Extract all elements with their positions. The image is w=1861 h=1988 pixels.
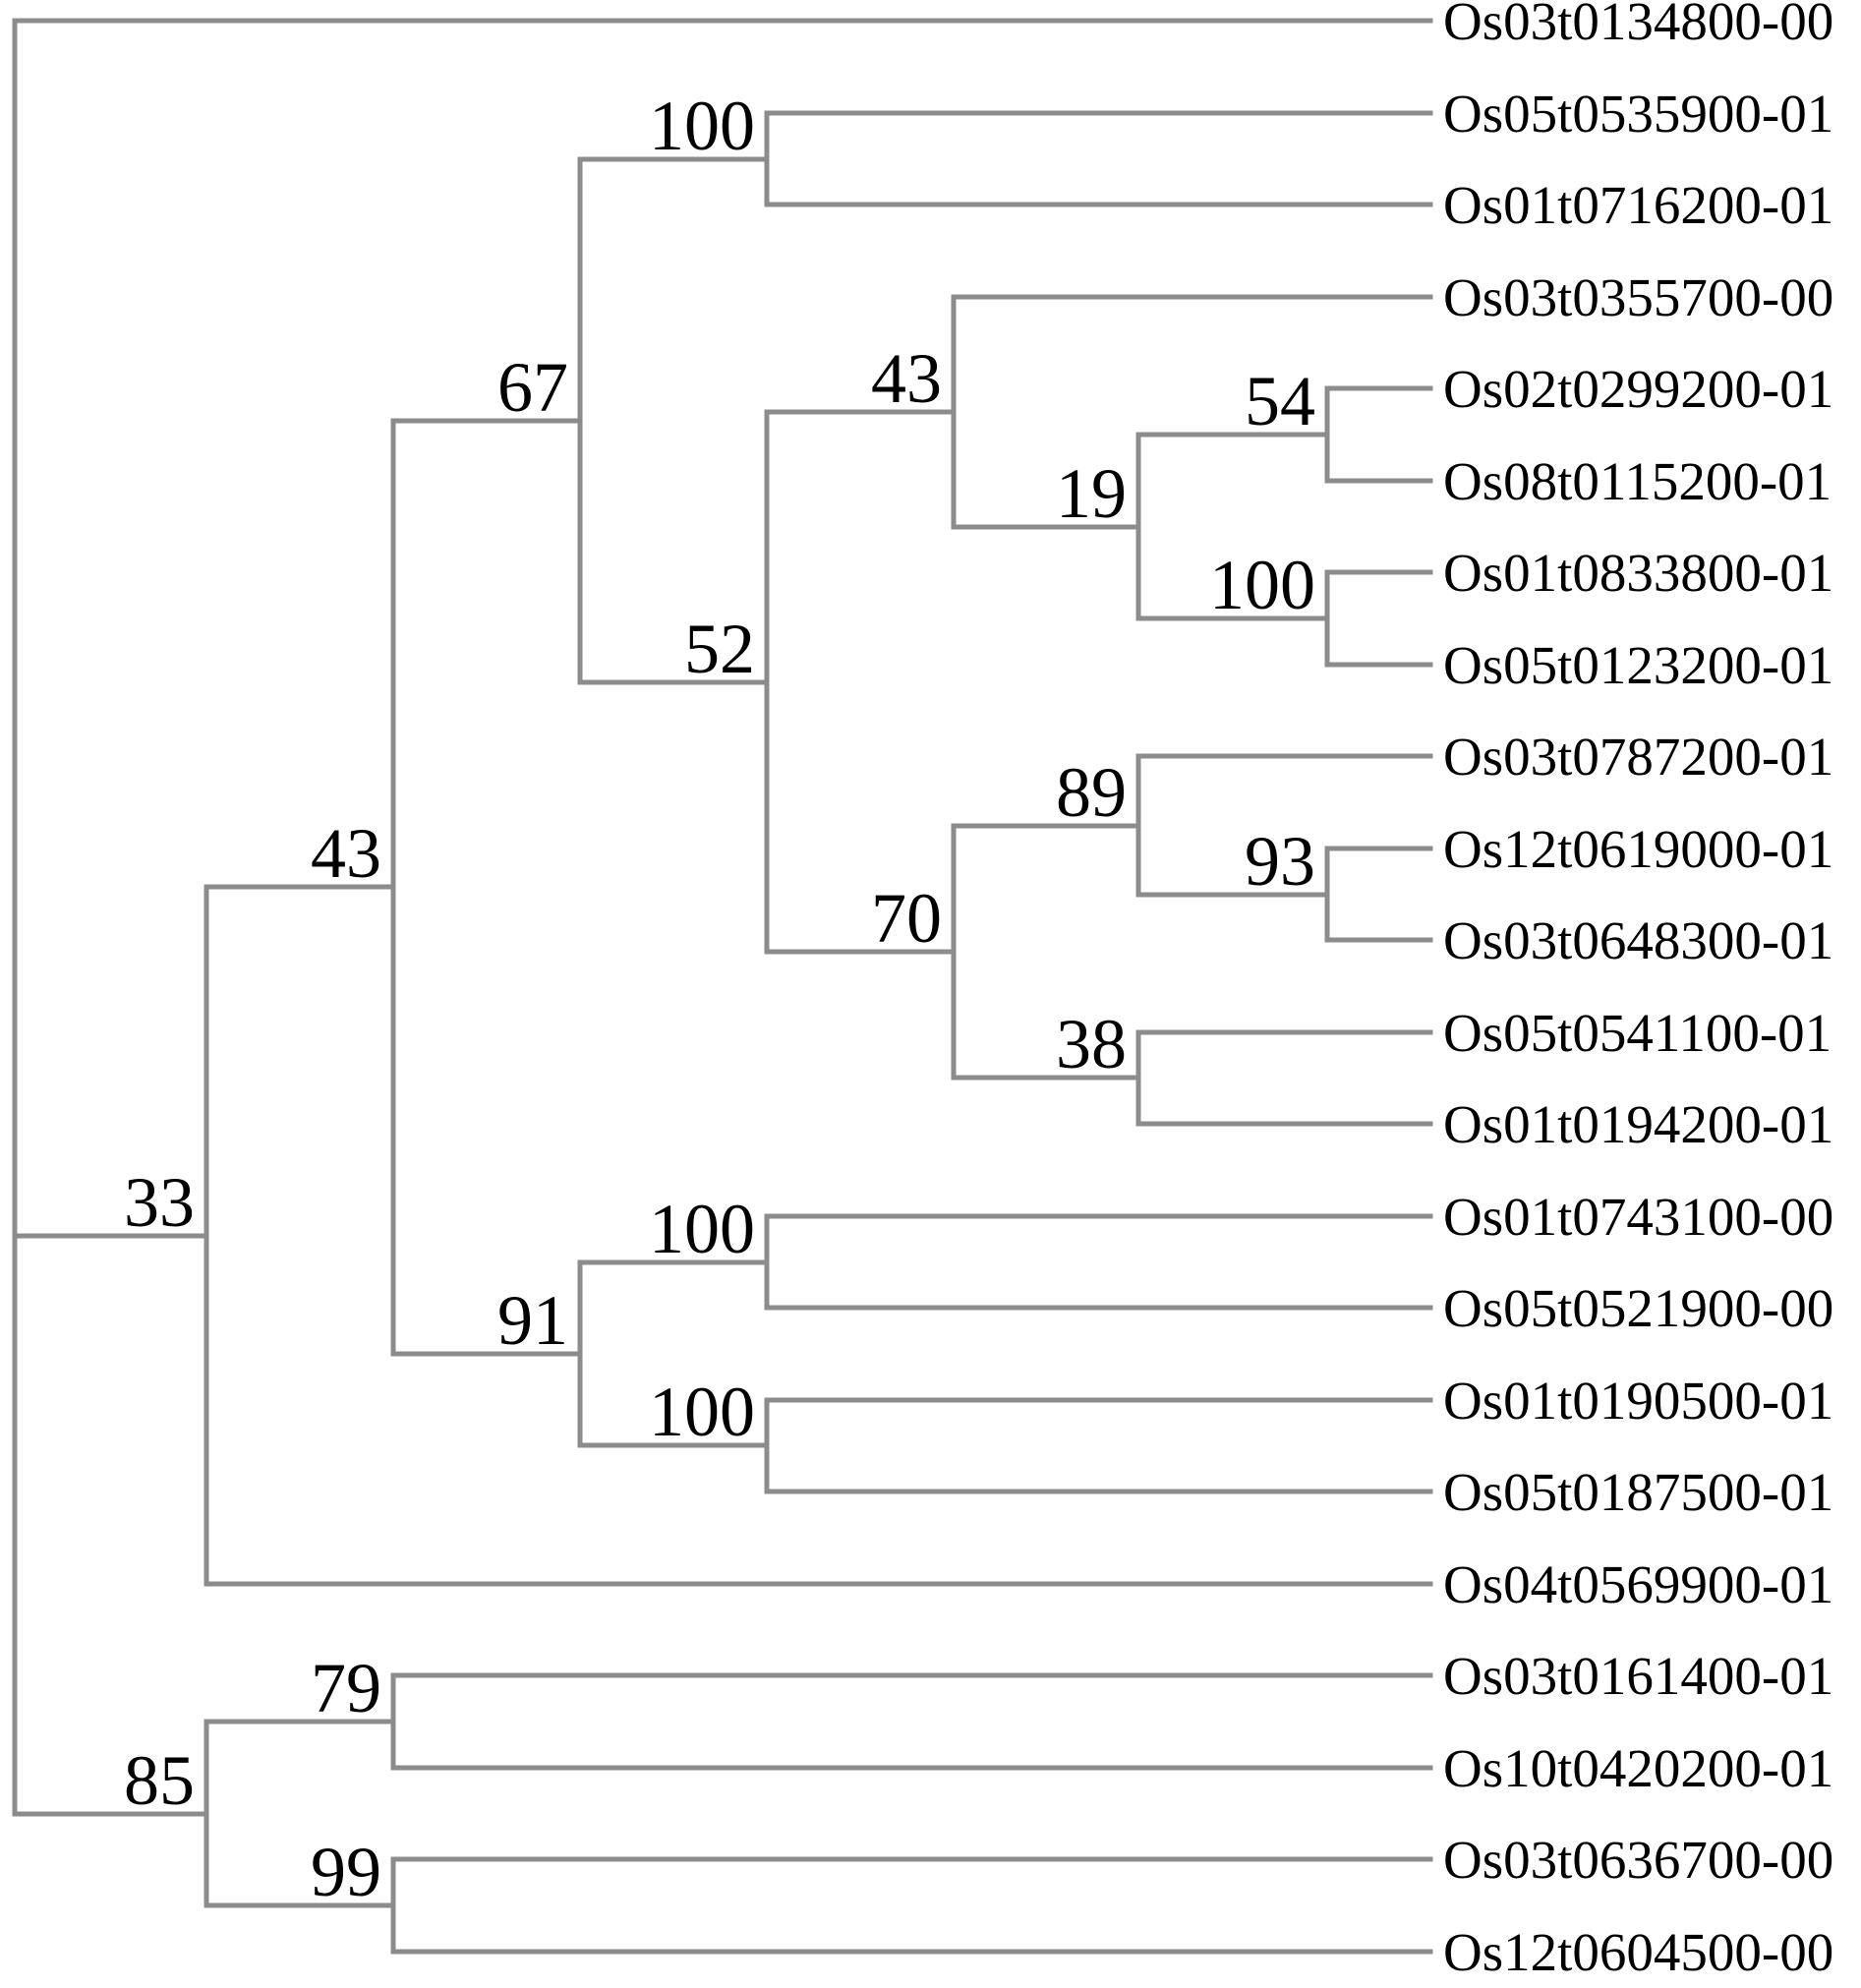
leaf-label: Os03t0787200-01 [1443,727,1833,787]
leaf-label: Os03t0134800-00 [1443,0,1833,51]
bootstrap-label: 100 [649,1373,755,1451]
leaf-label: Os12t0604500-00 [1443,1922,1833,1982]
leaf-label: Os01t0833800-01 [1443,543,1833,603]
bootstrap-label: 91 [497,1281,568,1360]
bootstrap-label: 43 [871,339,942,418]
leaf-label: Os01t0194200-01 [1443,1094,1833,1154]
bootstrap-label: 79 [311,1649,381,1727]
leaf-label: Os05t0123200-01 [1443,635,1833,695]
leaf-label: Os12t0619000-01 [1443,819,1833,879]
bootstrap-label: 33 [124,1163,195,1242]
bootstrap-label: 43 [311,814,381,893]
leaf-label: Os05t0535900-01 [1443,84,1833,144]
leaf-label: Os10t0420200-01 [1443,1738,1833,1798]
bootstrap-label: 70 [871,879,942,958]
leaf-label: Os02t0299200-01 [1443,359,1833,419]
bootstrap-label: 93 [1245,822,1315,901]
bootstrap-label: 52 [684,610,755,688]
leaf-label: Os01t0743100-00 [1443,1187,1833,1247]
leaf-label: Os03t0636700-00 [1443,1830,1833,1890]
leaf-label: Os03t0648300-01 [1443,910,1833,970]
bootstrap-label: 67 [497,348,568,427]
leaf-label: Os05t0521900-00 [1443,1278,1833,1338]
bootstrap-label: 38 [1056,1005,1127,1083]
leaf-label: Os08t0115200-01 [1443,451,1832,511]
bootstrap-label: 100 [649,1190,755,1268]
bootstrap-label: 100 [1209,546,1315,624]
bootstrap-label: 54 [1245,362,1315,440]
bootstrap-label: 85 [124,1741,195,1820]
leaf-label: Os03t0161400-01 [1443,1646,1833,1706]
bootstrap-label: 89 [1056,753,1127,832]
bootstrap-label: 19 [1056,454,1127,533]
leaf-label: Os03t0355700-00 [1443,267,1833,327]
leaf-label: Os05t0187500-01 [1443,1462,1833,1522]
leaf-label: Os01t0190500-01 [1443,1371,1833,1431]
leaf-label: Os01t0716200-01 [1443,175,1833,235]
leaf-label: Os05t0541100-01 [1443,1003,1832,1063]
leaf-label: Os04t0569900-01 [1443,1554,1833,1614]
bootstrap-label: 100 [649,87,755,165]
bootstrap-label: 99 [311,1833,381,1911]
